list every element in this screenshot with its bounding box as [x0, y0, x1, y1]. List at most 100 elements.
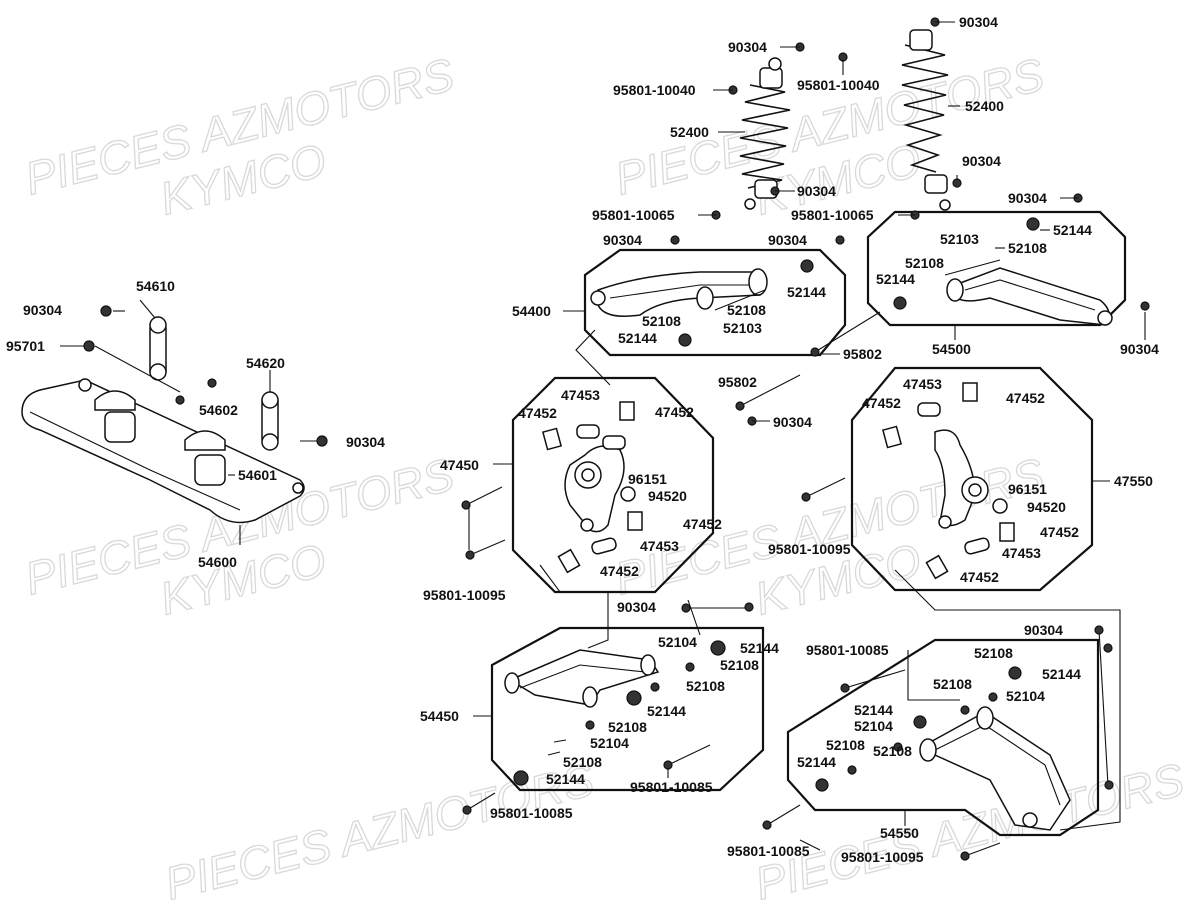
part-label: 90304: [773, 414, 812, 430]
part-label: 52400: [965, 98, 1004, 114]
part-label: 52108: [826, 737, 865, 753]
part-label: 54450: [420, 708, 459, 724]
part-label: 52144: [854, 702, 893, 718]
part-label: 90304: [617, 599, 656, 615]
lower-arm-54550: [815, 666, 1071, 831]
part-label: 54500: [932, 341, 971, 357]
group-54400: [583, 248, 847, 357]
bracket: [94, 390, 136, 411]
bracket: [184, 430, 226, 451]
part-label: 52108: [1008, 240, 1047, 256]
part-label: 90304: [728, 39, 767, 55]
part-label: 47450: [440, 457, 479, 473]
part-label: 95801-10095: [841, 849, 924, 865]
part-label: 52144: [1053, 222, 1092, 238]
part-label: 47452: [1040, 524, 1079, 540]
bolt: [207, 378, 217, 388]
part-label: 52108: [608, 719, 647, 735]
part-label: 95802: [843, 346, 882, 362]
part-label: 90304: [346, 434, 385, 450]
part-label: 95801-10095: [768, 541, 851, 557]
part-labels: 90304 90304 95801-10040 95801-10040 5240…: [6, 14, 1159, 865]
part-label: 52104: [658, 634, 697, 650]
part-label: 47453: [903, 376, 942, 392]
part-label: 47452: [600, 563, 639, 579]
part-label: 90304: [1008, 190, 1047, 206]
part-label: 52144: [647, 703, 686, 719]
group-54550: [786, 638, 1100, 837]
group-47450: [511, 376, 715, 594]
part-label: 52400: [670, 124, 709, 140]
part-label: 52108: [563, 754, 602, 770]
group-outlines: [490, 210, 1127, 837]
part-label: 52108: [974, 645, 1013, 661]
part-label: 47452: [862, 395, 901, 411]
part-label: 90304: [797, 183, 836, 199]
part-label: 54600: [198, 554, 237, 570]
knuckle-47550: [881, 382, 1015, 580]
part-label: 95802: [718, 374, 757, 390]
part-label: 52108: [686, 678, 725, 694]
part-label: 54610: [136, 278, 175, 294]
part-label: 94520: [648, 488, 687, 504]
part-label: 52104: [590, 735, 629, 751]
part-label: 90304: [23, 302, 62, 318]
part-label: 90304: [1024, 622, 1063, 638]
part-label: 90304: [962, 153, 1001, 169]
part-label: 95701: [6, 338, 45, 354]
part-label: 95801-10095: [423, 587, 506, 603]
part-label: 90304: [959, 14, 998, 30]
part-label: 52108: [642, 313, 681, 329]
part-label: 54602: [199, 402, 238, 418]
part-label: 90304: [1120, 341, 1159, 357]
shock-absorber-right: [901, 29, 951, 211]
nut: [100, 305, 112, 317]
part-label: 47453: [1002, 545, 1041, 561]
part-label: 96151: [628, 471, 667, 487]
part-label: 52103: [723, 320, 762, 336]
part-label: 54620: [246, 355, 285, 371]
group-54450: [490, 626, 765, 792]
part-label: 95801-10065: [592, 207, 675, 223]
upper-arm-54500: [893, 217, 1113, 326]
part-label: 95801-10065: [791, 207, 874, 223]
part-label: 52104: [1006, 688, 1045, 704]
part-label: 95801-10085: [806, 642, 889, 658]
part-label: 54400: [512, 303, 551, 319]
part-label: 52104: [854, 718, 893, 734]
part-label: 52144: [787, 284, 826, 300]
part-label: 52108: [933, 676, 972, 692]
group-47550: [850, 366, 1094, 592]
part-label: 52144: [546, 771, 585, 787]
part-label: 47452: [683, 516, 722, 532]
upper-arm-54400: [590, 259, 814, 347]
leader-lines: [60, 21, 1146, 851]
watermark-text: PIECES AZMOTORS: [160, 753, 599, 900]
part-label: 47452: [1006, 390, 1045, 406]
part-label: 95801-10085: [490, 805, 573, 821]
part-label: 47453: [640, 538, 679, 554]
nut: [316, 435, 328, 447]
part-label: 47453: [561, 387, 600, 403]
part-label: 47452: [655, 404, 694, 420]
part-label: 94520: [1027, 499, 1066, 515]
part-label: 52144: [740, 640, 779, 656]
part-label: 52108: [905, 255, 944, 271]
part-label: 96151: [1008, 481, 1047, 497]
part-label: 54601: [238, 467, 277, 483]
part-label: 95801-10085: [630, 779, 713, 795]
part-label: 90304: [603, 232, 642, 248]
part-label: 47452: [518, 405, 557, 421]
part-label: 52108: [720, 657, 759, 673]
knuckle-47450: [541, 401, 643, 574]
bushing: [194, 454, 226, 486]
connector-lines: [539, 329, 1121, 831]
part-label: 54550: [880, 825, 919, 841]
bolt: [83, 340, 95, 352]
stabilizer-bar: [21, 379, 305, 524]
part-label: 52108: [727, 302, 766, 318]
part-label: 47452: [960, 569, 999, 585]
part-label: 52144: [797, 754, 836, 770]
stabilizer-bar-assembly: [21, 305, 328, 524]
